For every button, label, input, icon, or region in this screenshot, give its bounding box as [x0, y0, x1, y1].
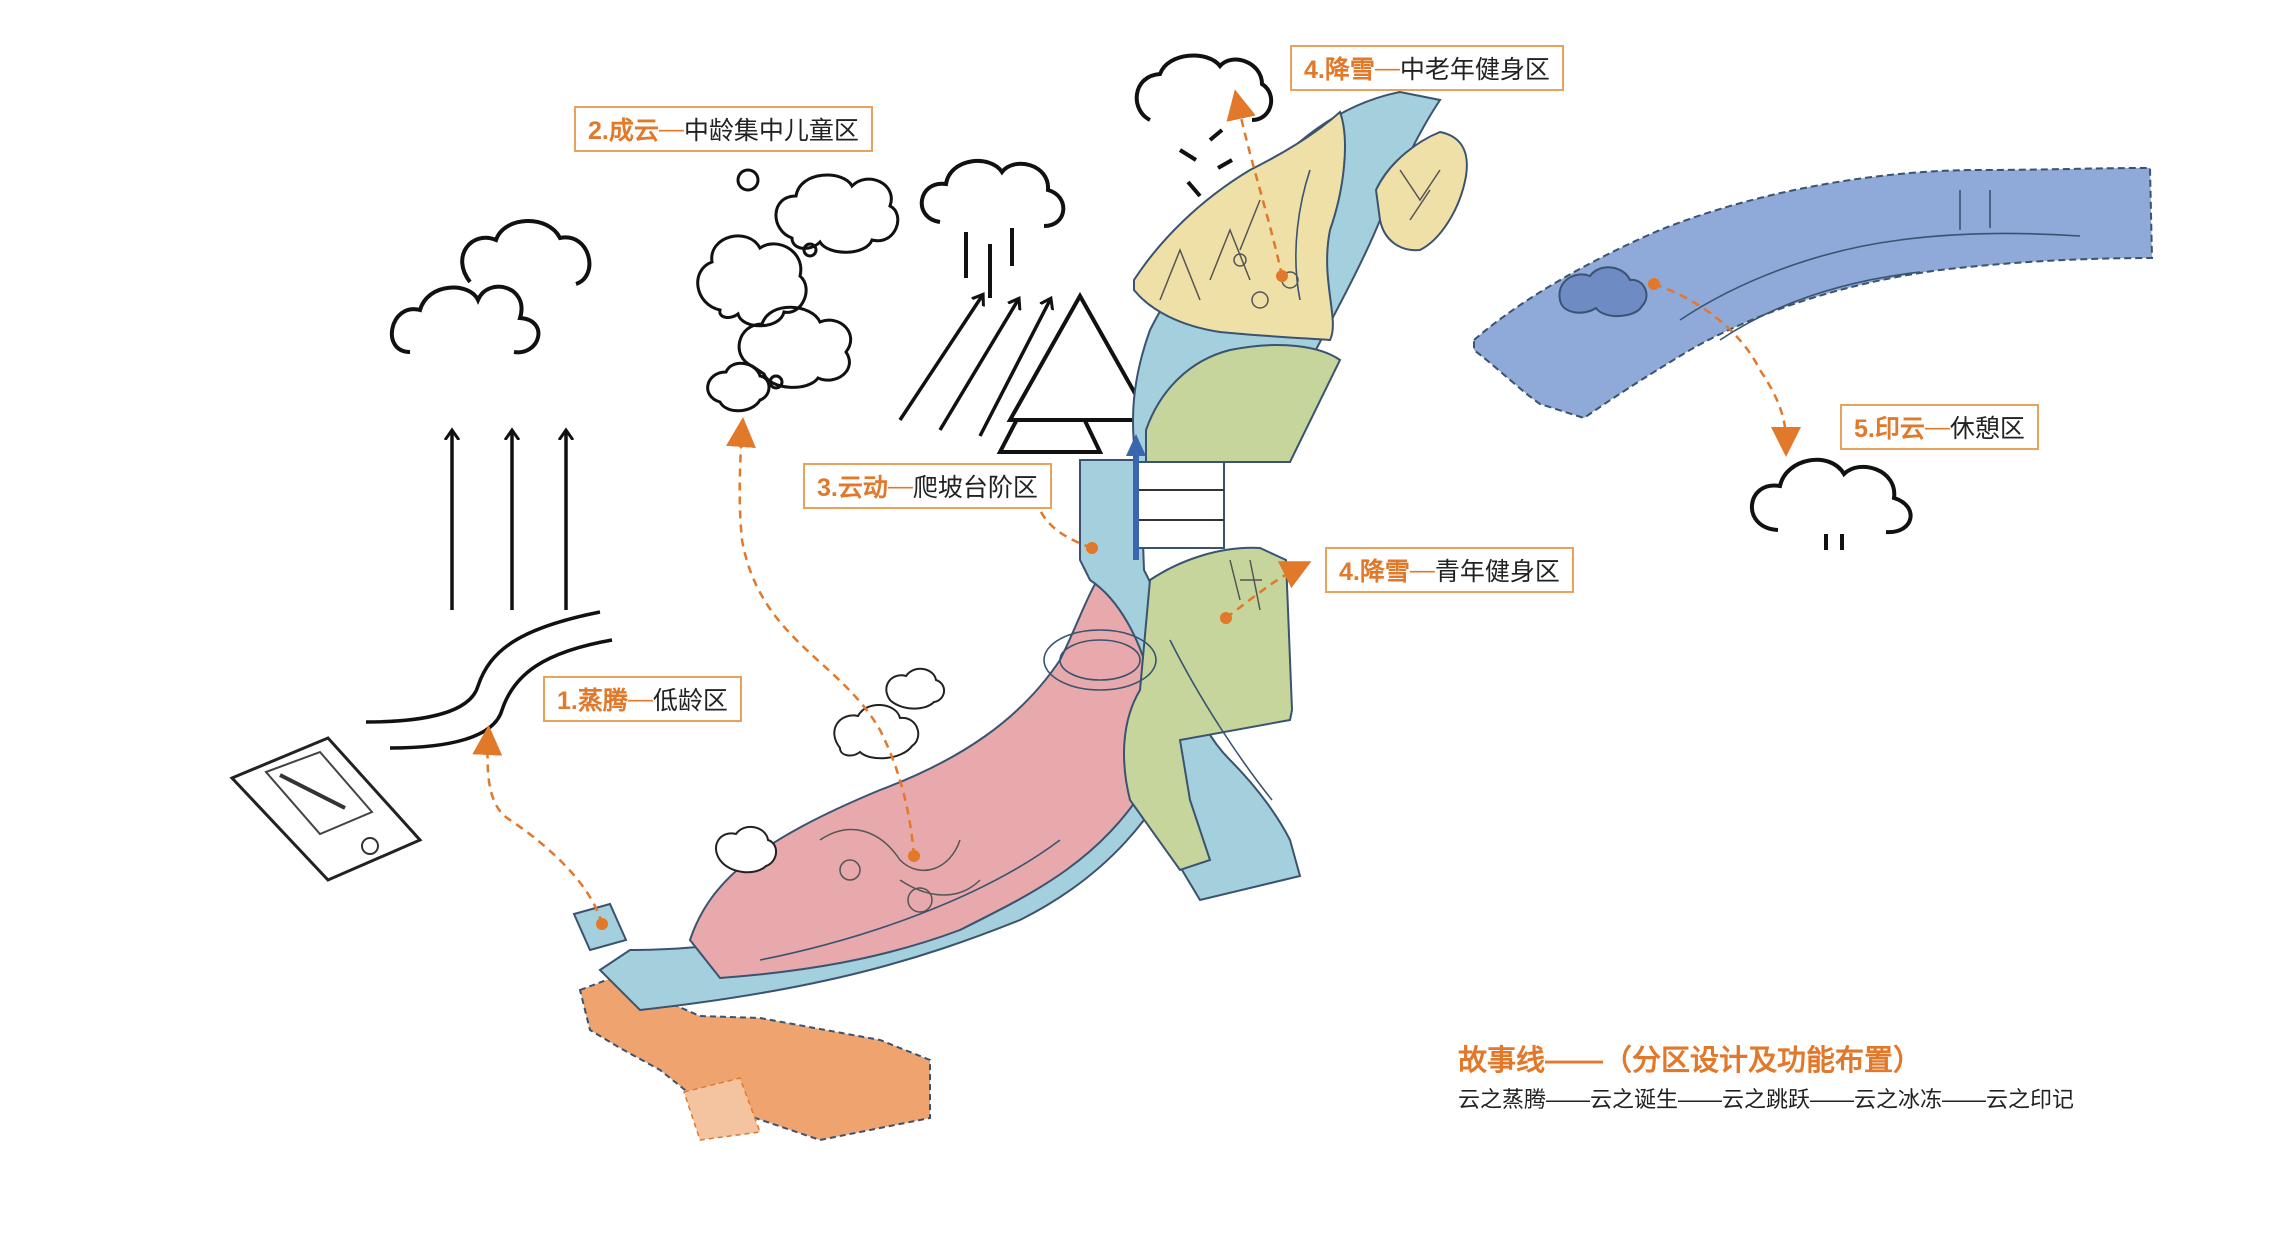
connector-arrows — [472, 89, 1801, 925]
zone-label-text: 爬坡台阶区 — [912, 474, 1038, 502]
triangle-icon — [996, 291, 1154, 454]
zone-label-separator: — — [1374, 53, 1400, 82]
rain-icon — [919, 158, 1066, 298]
zone-label-text: 青年健身区 — [1434, 558, 1560, 586]
small-board — [229, 736, 423, 882]
rest-zone — [1473, 167, 2154, 420]
zone-label-number: 4.降雪 — [1304, 56, 1375, 84]
zone-label-separator: — — [887, 471, 913, 500]
cloud-icon — [696, 168, 900, 413]
arrow-up-icon — [1126, 434, 1146, 560]
zone-label-4a: 4.降雪—中老年健身区 — [1290, 45, 1564, 91]
cloud-icon — [390, 219, 592, 355]
zone-label-5: 5.印云—休憩区 — [1840, 404, 2039, 450]
zone-label-3: 3.云动—爬坡台阶区 — [803, 463, 1052, 509]
story-title: 故事线——（分区设计及功能布置） — [1458, 1045, 1923, 1077]
arrow-up-icon — [452, 432, 566, 610]
zone-label-separator: — — [627, 684, 653, 713]
zone-label-text: 中龄集中儿童区 — [683, 117, 859, 145]
zone-label-number: 4.降雪 — [1339, 558, 1410, 586]
zone-label-text: 低龄区 — [652, 687, 728, 715]
connector-dots — [596, 270, 1660, 930]
zone-label-2: 2.成云—中龄集中儿童区 — [574, 106, 873, 152]
zone-label-separator: — — [1409, 555, 1435, 584]
story-line: 云之蒸腾——云之诞生——云之跳跃——云之冰冻——云之印记 — [1458, 1087, 2075, 1112]
park-plan — [572, 90, 1468, 1142]
steam-lines — [365, 610, 613, 750]
zone-label-4b: 4.降雪—青年健身区 — [1325, 547, 1574, 593]
zone-label-number: 2.成云 — [588, 117, 659, 145]
zone-label-1: 1.蒸腾—低龄区 — [543, 676, 742, 722]
cloud-icon — [1749, 457, 1913, 550]
tree-sketches — [715, 667, 945, 874]
zone-label-text: 中老年健身区 — [1399, 56, 1550, 84]
zone-label-number: 5.印云 — [1854, 415, 1925, 443]
zone-label-separator: — — [1924, 412, 1950, 441]
zone-label-number: 3.云动 — [817, 474, 888, 502]
diagonal-arrows — [898, 296, 1050, 437]
zone-label-separator: — — [658, 114, 684, 143]
zone-label-text: 休憩区 — [1949, 415, 2025, 443]
zone-label-number: 1.蒸腾 — [557, 687, 628, 715]
